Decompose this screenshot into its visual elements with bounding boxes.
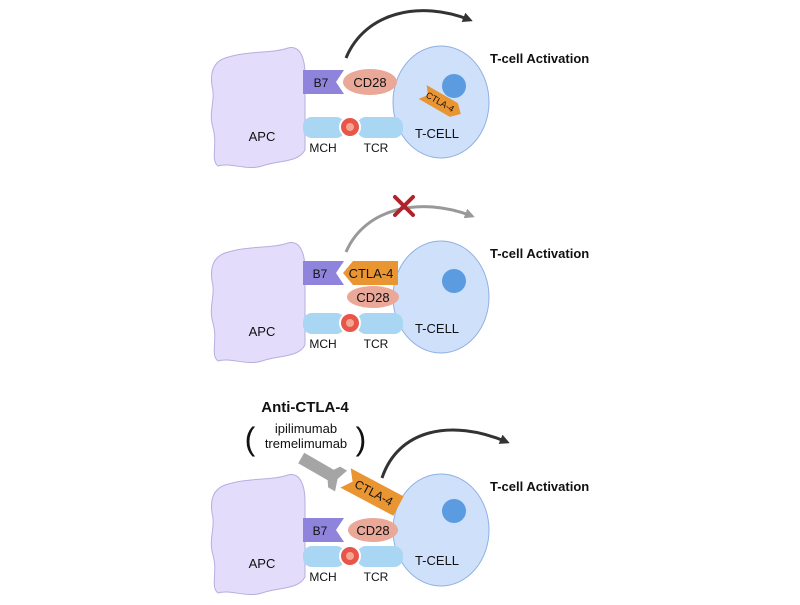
ctla4-receptor [343,261,398,285]
ctla4-label: CTLA-4 [349,266,394,281]
t-cell-label: T-CELL [415,126,459,141]
b7-receptor [303,518,344,542]
t-cell-label: T-CELL [415,321,459,336]
antigen-core [346,123,354,131]
outcome-label: T-cell Activation [490,479,589,494]
b7-receptor [303,70,344,94]
tcr-receptor [357,117,403,138]
ctla4-receptor-internal: CTLA-4 [418,85,461,117]
mhc-label: MCH [309,141,336,155]
cd28-receptor [347,286,399,308]
tcr-label: TCR [364,570,389,584]
t-cell [392,240,490,354]
apc-label: APC [249,556,276,571]
cd28-label: CD28 [353,75,386,90]
cd28-label: CD28 [356,290,389,305]
b7-label: B7 [313,267,328,281]
tcr-receptor [357,546,403,567]
t-cell-nucleus [442,269,466,293]
apc-cell [210,47,306,169]
t-cell-nucleus [442,499,466,523]
close-paren: ) [356,421,367,457]
apc-cell [210,242,306,364]
antibody-icon [298,452,348,492]
mhc-label: MCH [309,337,336,351]
apc-label: APC [249,324,276,339]
activation-arrow [380,428,510,479]
antigen-core [346,552,354,560]
apc-label: APC [249,129,276,144]
panel-normal-activation: APC T-CELL B7 CD28 CTLA-4 MCH TCR T-cell… [210,9,589,169]
panel-anti-ctla4-treatment: Anti-CTLA-4 ( ipilimumab tremelimumab ) … [210,399,589,596]
mhc-receptor [303,313,345,334]
activation-arrow [344,9,473,59]
tcr-receptor [357,313,403,334]
cd28-label: CD28 [356,523,389,538]
outcome-label: T-cell Activation [490,51,589,66]
tcr-label: TCR [364,141,389,155]
drug-name-ipilimumab: ipilimumab [275,421,337,436]
cd28-receptor [348,518,398,542]
b7-receptor [303,261,344,285]
apc-cell [210,474,306,596]
ctla4-receptor-bound: CTLA-4 [340,468,404,516]
blocked-x-icon [393,195,415,217]
blocked-activation-arrow [344,205,475,253]
drug-class-title: Anti-CTLA-4 [261,399,349,416]
outcome-label: T-cell Activation [490,246,589,261]
mhc-label: MCH [309,570,336,584]
b7-label: B7 [313,524,328,538]
panel-ctla4-inhibition: APC T-CELL B7 CTLA-4 CD28 MCH TCR T-cell… [210,195,589,364]
t-cell [392,473,490,587]
open-paren: ( [245,421,256,457]
t-cell-label: T-CELL [415,553,459,568]
b7-label: B7 [314,76,329,90]
mhc-receptor [303,546,345,567]
tcr-label: TCR [364,337,389,351]
drug-name-tremelimumab: tremelimumab [265,436,347,451]
mhc-receptor [303,117,345,138]
antigen-core [346,319,354,327]
t-cell-nucleus [442,74,466,98]
cd28-receptor [343,69,397,95]
